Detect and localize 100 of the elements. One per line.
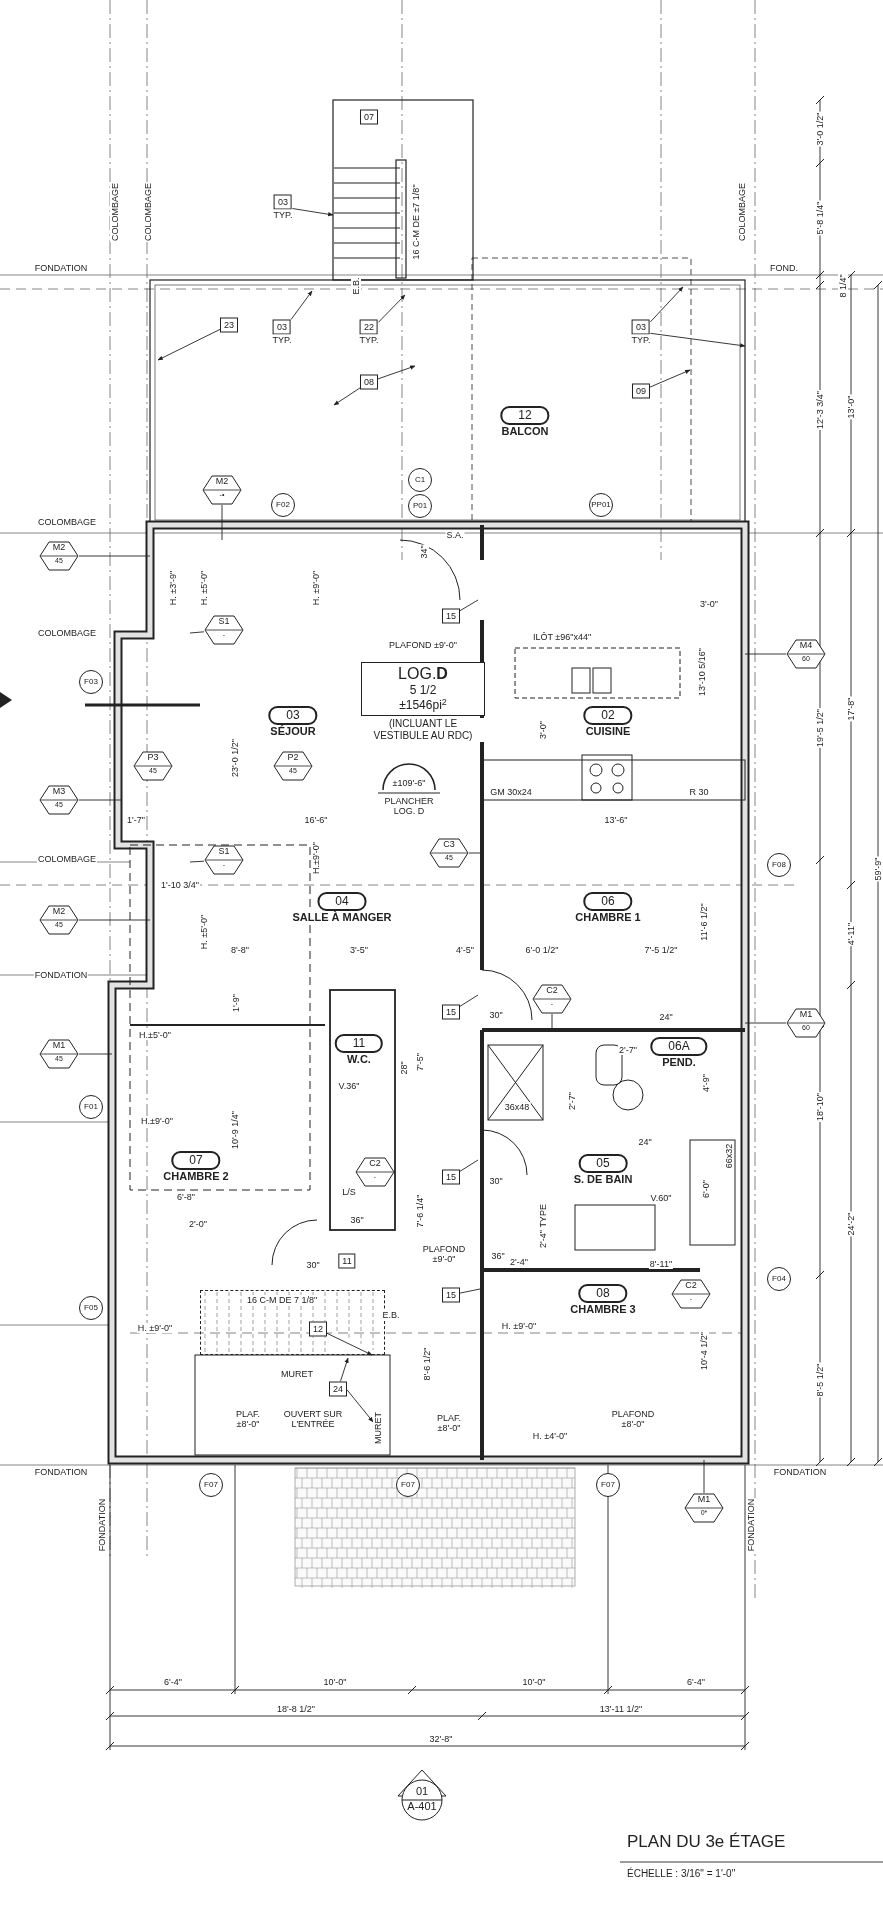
room-name: W.C. <box>346 1053 372 1066</box>
leader-line <box>551 1013 553 1031</box>
tag-code: F07 <box>204 1480 218 1490</box>
tag-code: M1 <box>52 1039 66 1052</box>
dimension-text: 32'-8" <box>428 1734 454 1744</box>
circle-tag <box>767 1267 791 1291</box>
room-name: SÉJOUR <box>269 725 317 738</box>
tag-code: F02 <box>276 500 290 510</box>
circle-tag <box>79 1095 103 1119</box>
circle-tag <box>408 468 432 492</box>
dimension-text: 18'-8 1/2" <box>276 1704 316 1714</box>
dimension-text: 8'-6 1/2" <box>422 1346 432 1382</box>
keynote-box: 03 <box>273 319 291 335</box>
dimension-text: 36" <box>349 1215 365 1225</box>
room-name: CUISINE <box>584 725 632 738</box>
dimension-text: 2'-7" <box>618 1045 638 1055</box>
keynote-box: 23 <box>220 317 238 333</box>
tag-code: C1 <box>414 475 426 485</box>
circle-tag <box>589 493 613 517</box>
dimension-text: 4'-5" <box>455 945 475 955</box>
plan-note: COLOMBAGE <box>143 182 153 242</box>
tag-code: M2 <box>52 905 66 918</box>
dimension-text: 8 1/4" <box>838 273 848 299</box>
tag-code: P2 <box>287 751 299 764</box>
dimension-text: 3'-5" <box>349 945 369 955</box>
room-tag: 03 <box>268 706 318 725</box>
room-tag: 02 <box>583 706 633 725</box>
keynote-box: 03 <box>632 319 650 335</box>
dimension-text: 12'-3 3/4" <box>815 390 825 430</box>
dimension-text: 6'-0" <box>701 1179 711 1199</box>
sheet-number: A-401 <box>407 1799 437 1814</box>
leader-line <box>78 1053 113 1055</box>
dimension-text: 23'-0 1/2" <box>230 738 240 778</box>
keynote-box: 03 <box>274 194 292 210</box>
plan-note: H. ±9'-0" <box>500 1321 538 1331</box>
room-tag: 06A <box>650 1037 708 1056</box>
tag-code: S1 <box>218 615 230 628</box>
plan-note: H. ±5'-0" <box>199 569 209 607</box>
plan-note: FONDATION <box>33 263 89 273</box>
dimension-text: 1'-9" <box>231 993 241 1013</box>
dimension-text: 13'-11 1/2" <box>598 1704 644 1714</box>
keynote-box: 08 <box>360 374 378 390</box>
tag-code: M4 <box>799 639 813 652</box>
plan-note: FONDATION <box>746 1497 756 1553</box>
plan-note: 36x48 <box>503 1102 531 1112</box>
circle-tag <box>271 493 295 517</box>
keynote-box: 15 <box>442 1169 460 1185</box>
plan-note: H. ±5'-0" <box>199 913 209 951</box>
plan-note: COLOMBAGE <box>37 517 97 527</box>
tag-code: S1 <box>218 845 230 858</box>
room-name: CHAMBRE 3 <box>569 1303 637 1316</box>
plan-note: H.±5'-0" <box>138 1030 172 1040</box>
dimension-text: 1'-7" <box>126 815 146 825</box>
dimension-text: 36" <box>490 1251 506 1261</box>
circle-tag <box>79 670 103 694</box>
dimension-text: 3'-0" <box>538 720 548 740</box>
keynote-box: 11 <box>338 1253 356 1269</box>
leader-line <box>189 860 205 863</box>
keynote-box: 15 <box>442 608 460 624</box>
leader-line <box>459 1288 481 1294</box>
dimension-text: 4'-11" <box>846 921 856 947</box>
keynote-box: 22 <box>360 319 378 335</box>
plan-note: OUVERT SUR L'ENTRÉE <box>282 1409 344 1429</box>
tag-code: P3 <box>147 751 159 764</box>
dimension-text: 2'-4" <box>509 1257 529 1267</box>
tag-code: M1 <box>799 1008 813 1021</box>
dimension-text: 1'-10 3/4" <box>160 880 200 890</box>
tag-code: P01 <box>412 501 428 511</box>
dimension-text: 6'-0 1/2" <box>524 945 560 955</box>
plan-note: COLOMBAGE <box>737 182 747 242</box>
tag-code: F03 <box>84 677 98 687</box>
dimension-text: 66x32 <box>724 1142 734 1170</box>
leader-line <box>744 1022 787 1024</box>
plan-note: V.60" <box>649 1193 673 1203</box>
plan-note: E.B. <box>351 276 361 296</box>
unit-text: LOG.D <box>398 665 448 683</box>
typ-note: TYP. <box>631 334 651 345</box>
tag-code: F07 <box>601 1480 615 1490</box>
plan-note: S.A. <box>445 530 465 540</box>
keynote-box: 09 <box>632 383 650 399</box>
tag-code: C2 <box>369 1157 381 1170</box>
room-tag: 04 <box>317 892 367 911</box>
dimension-text: 7'-6 1/4" <box>415 1193 425 1229</box>
tag-code: C2 <box>546 984 558 997</box>
dimension-text: 2'-0" <box>188 1219 208 1229</box>
dimension-text: 3'-0 1/2" <box>815 111 825 147</box>
dimension-text: 59'-9" <box>873 856 883 882</box>
leader-line <box>221 504 223 541</box>
plan-note: 16 C-M DE 7 1/8" <box>245 1295 319 1305</box>
typ-note: TYP. <box>359 334 379 345</box>
dimension-text: 11'-6 1/2" <box>699 902 709 942</box>
room-name: BALCON <box>500 425 550 438</box>
dimension-text: 24" <box>658 1012 674 1022</box>
dimension-text: 19'-5 1/2" <box>815 708 825 748</box>
dimension-text: 3'-0" <box>699 599 719 609</box>
plan-note: H.±9'-0" <box>311 841 321 875</box>
dimension-text: 10'-0" <box>322 1677 348 1687</box>
plan-note: H. ±3'-9" <box>168 569 178 607</box>
dimension-text: 4'-9" <box>701 1073 711 1093</box>
dimension-text: 2'-7" <box>567 1091 577 1111</box>
